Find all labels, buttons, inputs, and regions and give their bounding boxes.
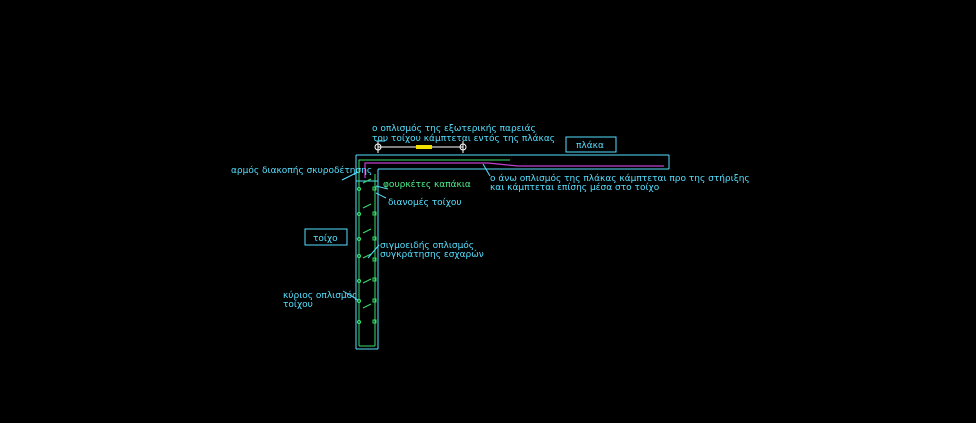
dimension-marker xyxy=(416,145,432,149)
slab-top-rebar xyxy=(364,162,664,178)
slab-label-box xyxy=(565,136,617,153)
slab-outline xyxy=(356,154,670,170)
distribution-label: διανομές τοίχου xyxy=(388,197,462,208)
wall-label-box xyxy=(304,228,348,246)
leader-lines xyxy=(341,140,491,301)
main-rebar-label-line2: τοίχου xyxy=(283,300,313,310)
top-rebar-label-line1: ο άνω οπλισμός της πλάκας κάμπτεται προ … xyxy=(490,173,750,184)
outer-rebar-label-line1: ο οπλισμός της εξωτερικής παρειάς xyxy=(372,123,536,134)
construction-joint-label: αρμός διακοπής σκυροδέτησης xyxy=(231,165,372,176)
sigmoid-label-line1: σιγμοειδής οπλισμός xyxy=(380,240,474,251)
wall-rebar xyxy=(358,159,510,347)
outer-rebar-label-line2: του τοίχου κάμπτεται εντός της πλάκας xyxy=(372,133,555,144)
top-rebar-label-line2: και κάμπτεται επίσης μέσα στο τοίχο xyxy=(490,182,660,193)
wall-label: τοίχο xyxy=(313,234,338,244)
wall-outline xyxy=(355,155,379,350)
slab-label: πλάκα xyxy=(576,141,604,151)
sigmoid-label-line2: συγκράτησης εσχαρών xyxy=(380,249,484,260)
stirrups-label: φουρκέτες καπάκια xyxy=(383,179,471,190)
main-rebar-label-line1: κύριος οπλισμός xyxy=(283,290,357,301)
dimension-bar xyxy=(374,141,467,153)
wall-rebar-dots xyxy=(356,186,377,325)
